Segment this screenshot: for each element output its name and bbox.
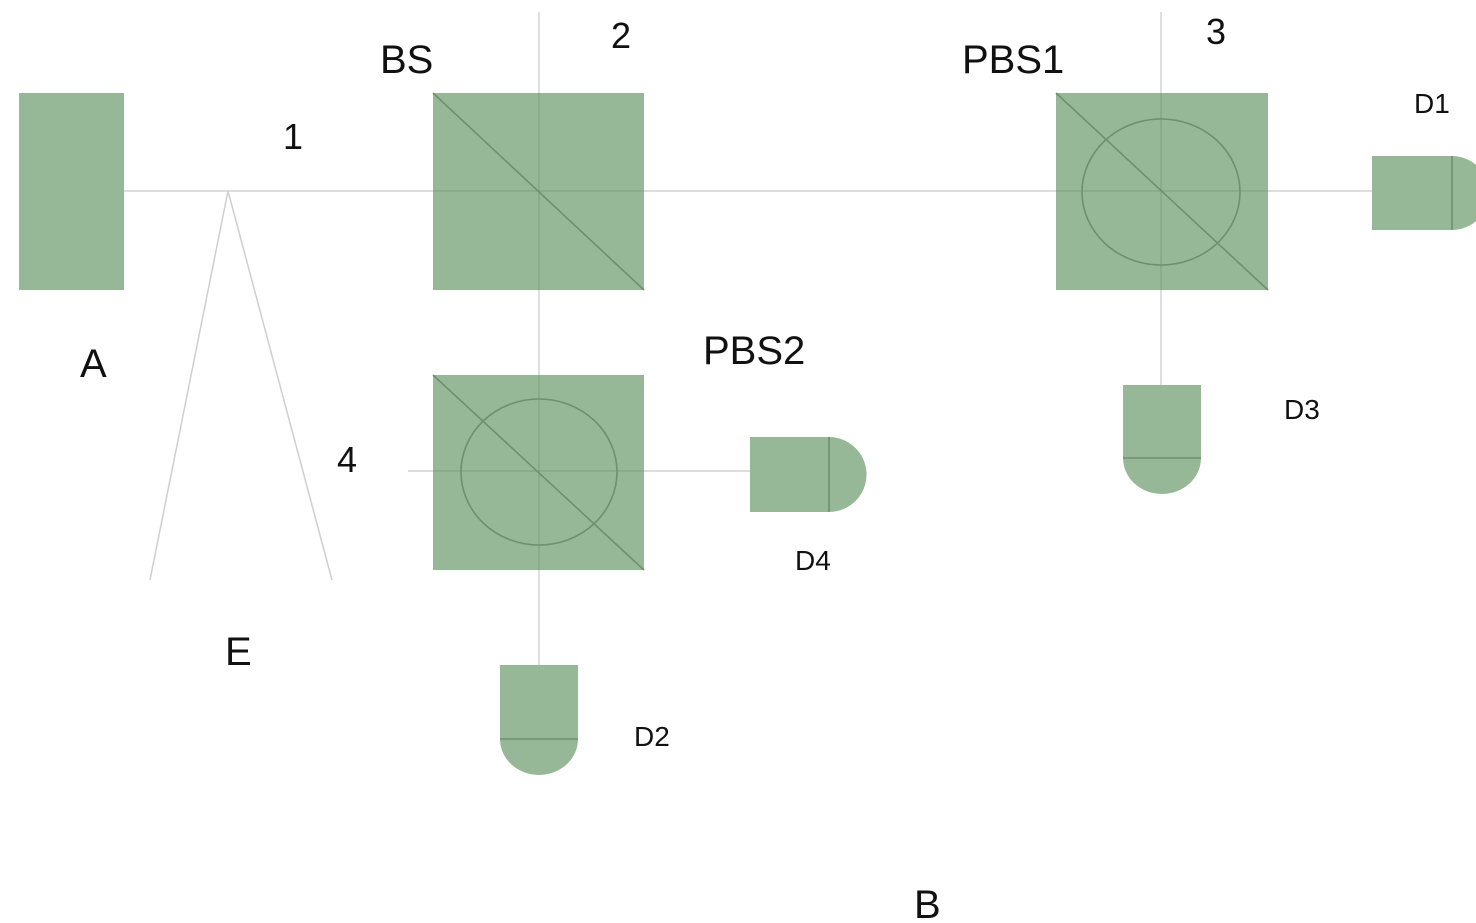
d1-body	[1372, 156, 1476, 230]
label-path-1: 1	[283, 116, 303, 157]
label-d4: D4	[795, 545, 831, 576]
detector-d3	[1123, 385, 1201, 494]
label-pbs2: PBS2	[703, 329, 805, 373]
label-pbs1: PBS1	[962, 38, 1064, 82]
label-d3: D3	[1284, 394, 1320, 425]
source-a-block	[19, 93, 124, 290]
cone-right-edge	[227, 190, 333, 581]
label-a: A	[80, 342, 107, 386]
label-d2: D2	[634, 721, 670, 752]
label-path-2: 2	[611, 15, 631, 56]
detector-d4	[750, 437, 867, 512]
label-d1: D1	[1414, 88, 1450, 119]
detector-d2	[500, 665, 578, 775]
label-e: E	[225, 630, 252, 674]
detector-d1	[1372, 156, 1476, 230]
d3-body	[1123, 385, 1201, 494]
label-b: B	[914, 883, 941, 923]
entangled-source-cone	[149, 190, 333, 581]
cone-left-edge	[149, 190, 229, 581]
d2-body	[500, 665, 578, 775]
beam-overlays	[433, 93, 1268, 570]
label-bs: BS	[380, 38, 433, 82]
label-path-4: 4	[337, 439, 357, 480]
labels: A E B BS PBS1 PBS2 1 2 3 4 D1 D2 D3 D4	[80, 11, 1450, 923]
label-path-3: 3	[1206, 11, 1226, 52]
d4-body	[750, 437, 867, 512]
